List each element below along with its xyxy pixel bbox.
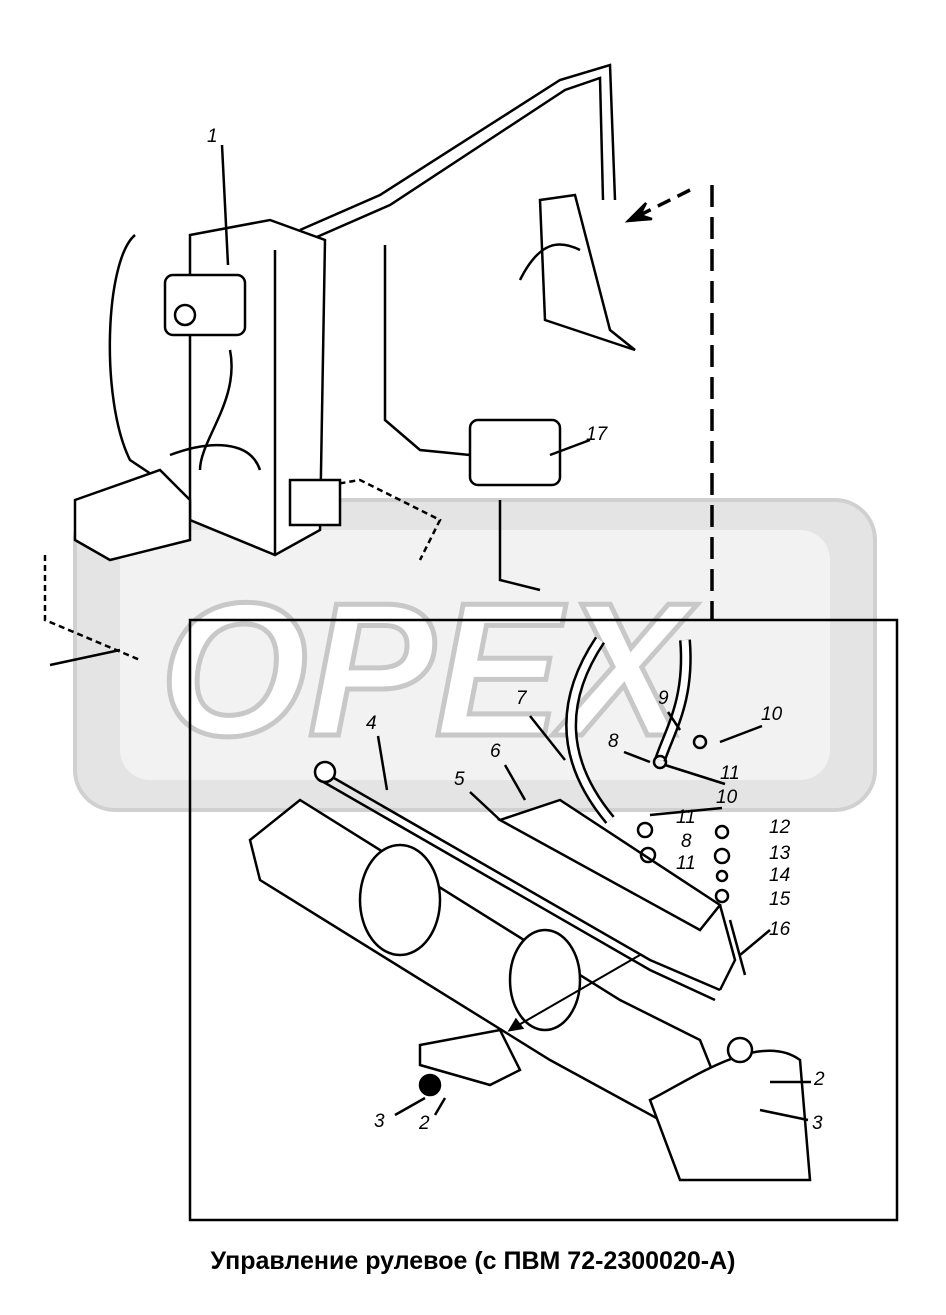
callout-2: 2	[813, 1069, 825, 1090]
callout-11b: 11	[676, 807, 696, 828]
steering-cylinder-assembly	[220, 144, 812, 1182]
callout-11: 11	[720, 763, 740, 784]
upper-assembly	[43, 63, 714, 667]
callout-11c: 11	[676, 853, 696, 874]
callout-3b: 3	[374, 1111, 385, 1132]
callout-4: 4	[366, 713, 377, 734]
callout-10: 10	[761, 704, 783, 725]
callout-1: 1	[207, 126, 218, 147]
callout-13: 13	[769, 843, 791, 864]
callout-8: 8	[608, 731, 619, 752]
callout-17: 17	[586, 424, 609, 445]
callout-5: 5	[454, 769, 465, 790]
callout-15: 15	[769, 889, 791, 910]
callout-8b: 8	[681, 831, 692, 852]
callout-9: 9	[658, 688, 669, 709]
callout-12: 12	[769, 817, 791, 838]
callout-16: 16	[769, 919, 791, 940]
detail-frame	[188, 618, 899, 1222]
callout-2b: 2	[418, 1113, 430, 1134]
callout-6: 6	[490, 741, 501, 762]
callout-14: 14	[769, 865, 790, 886]
diagram-caption: Управление рулевое (с ПВМ 72-2300020-А)	[210, 1247, 736, 1275]
callout-labels: 1 17 4 7 9 10 8 11 6 5 10 11 8 11 12 13 …	[207, 126, 825, 1134]
callout-3: 3	[812, 1113, 823, 1134]
callout-10b: 10	[716, 787, 738, 808]
callout-7: 7	[516, 688, 528, 709]
watermark-logo: OPEX	[73, 498, 877, 812]
watermark-text: OPEX	[160, 564, 698, 776]
